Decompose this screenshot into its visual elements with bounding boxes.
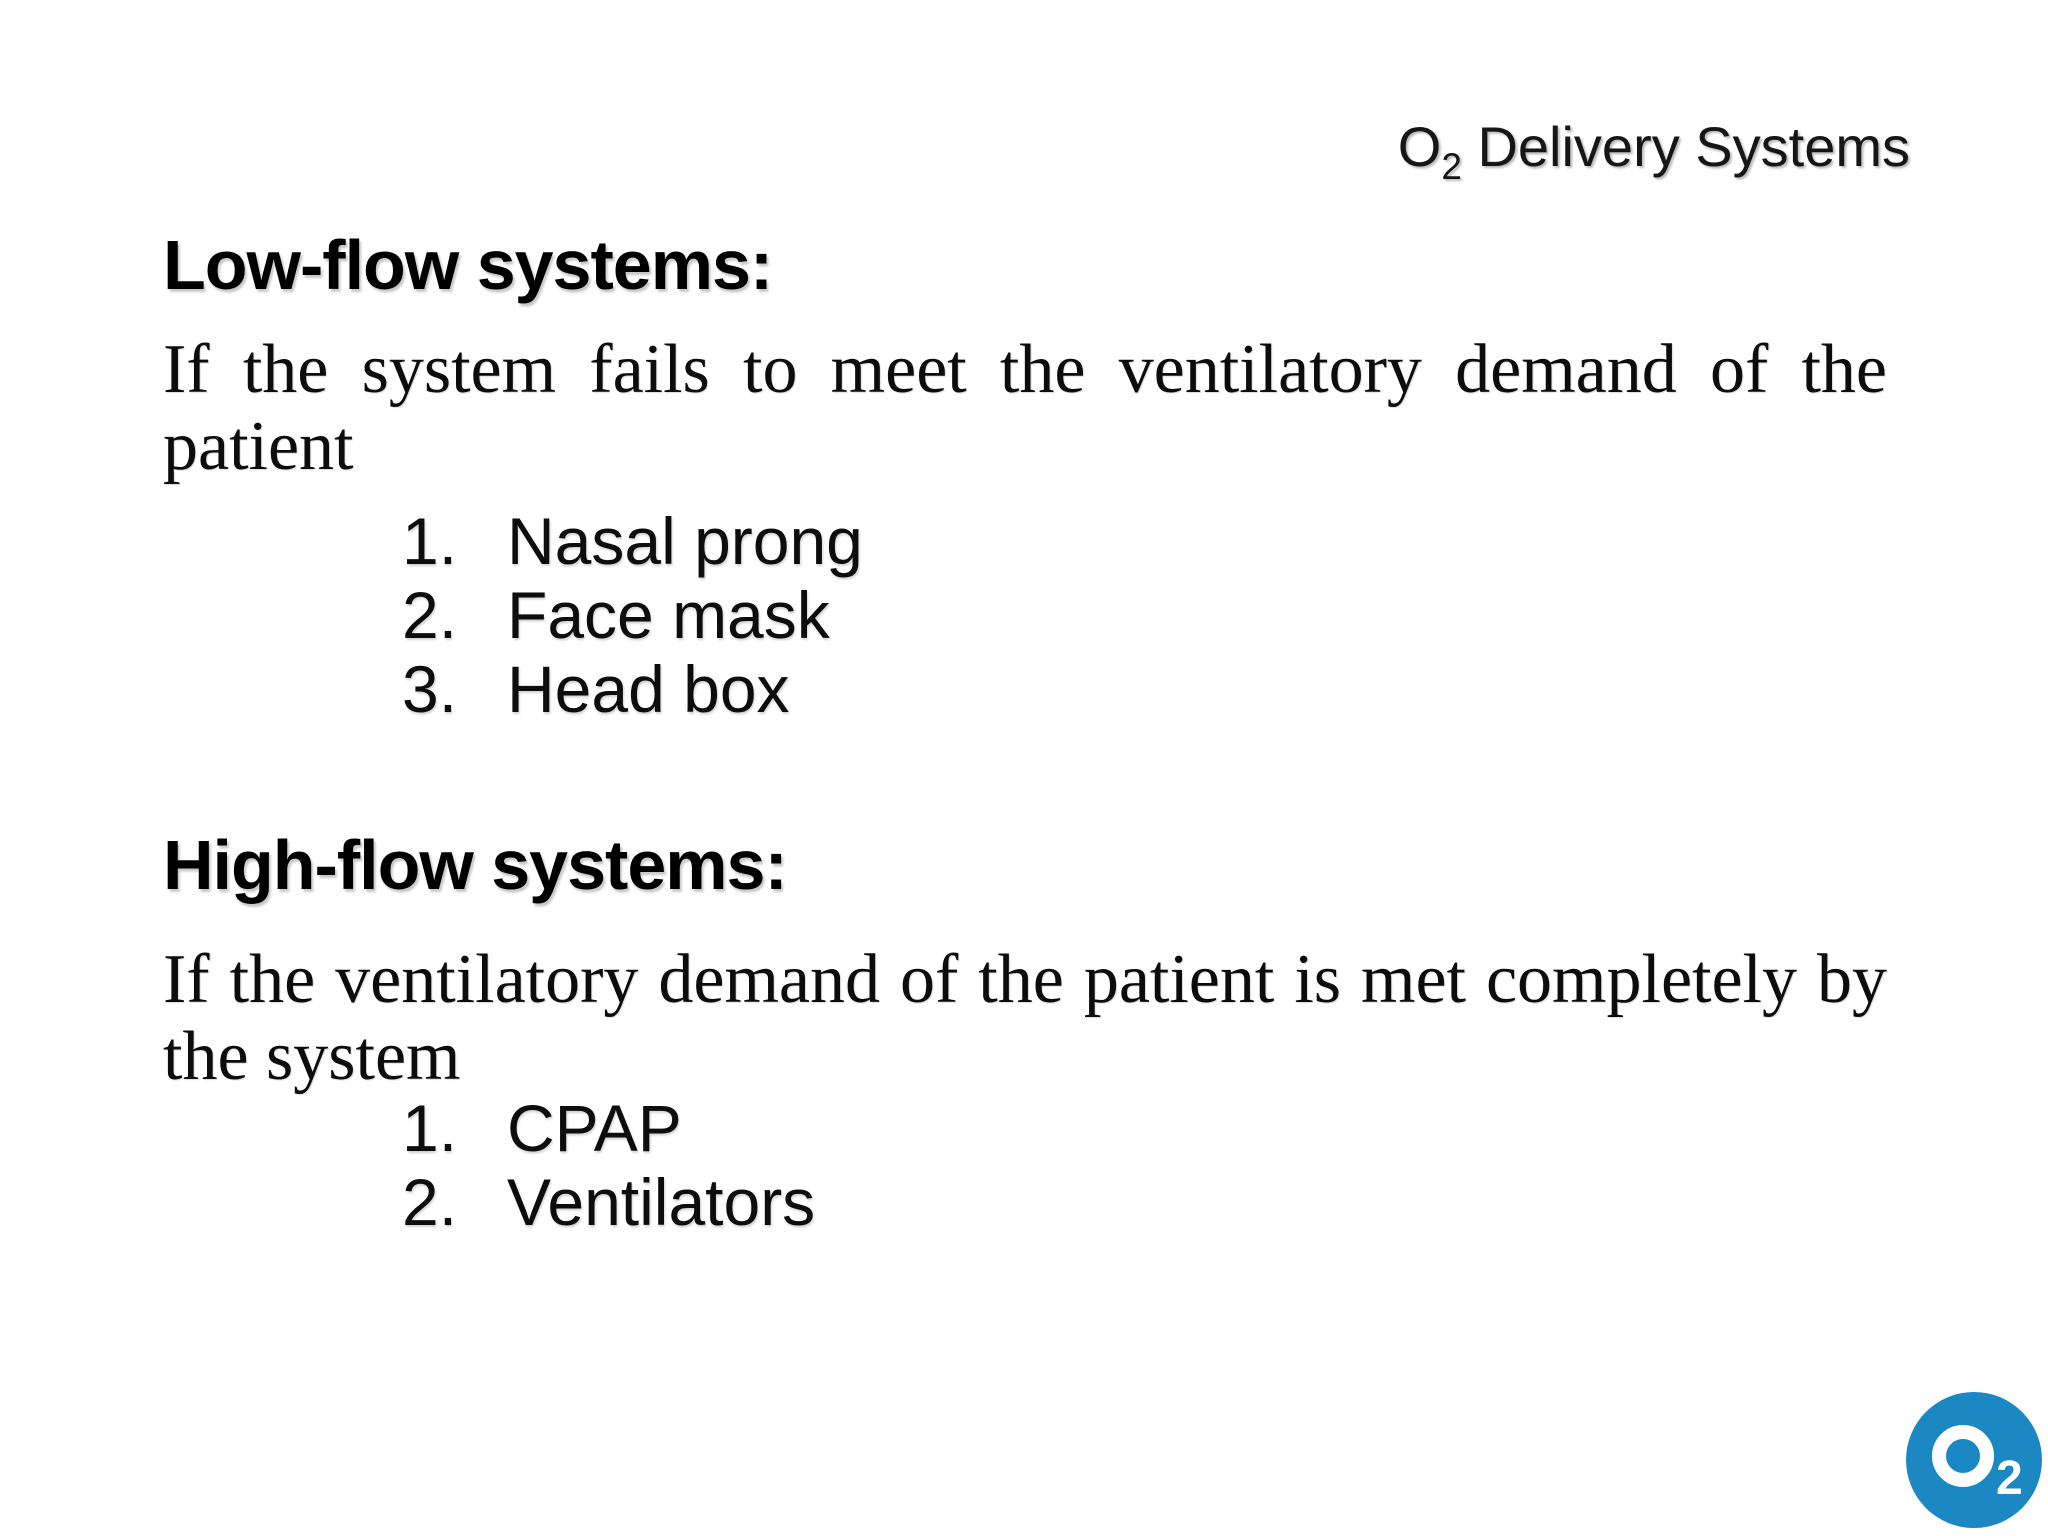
list-item-number: 1.	[402, 504, 458, 578]
section-heading-high-flow: High-flow systems:	[163, 826, 788, 904]
list-item: 2. Face mask	[402, 578, 863, 652]
section-heading-low-flow: Low-flow systems:	[163, 226, 773, 304]
o2-logo-o-icon	[1932, 1425, 1994, 1487]
list-item-number: 2.	[402, 1165, 458, 1239]
slide-title-subscript: 2	[1441, 146, 1462, 187]
slide-title-rest: Delivery Systems	[1461, 115, 1910, 178]
list-item: 3. Head box	[402, 652, 863, 726]
list-item: 1. CPAP	[402, 1091, 815, 1165]
list-item-label: Head box	[507, 652, 790, 726]
o2-logo: 2	[1906, 1392, 2042, 1528]
list-item-label: Ventilators	[507, 1165, 816, 1239]
low-flow-list: 1. Nasal prong 2. Face mask 3. Head box	[402, 504, 863, 726]
paragraph-high-flow-line-1: If the ventilatory demand of the patient…	[163, 941, 1887, 1018]
paragraph-low-flow-line-2: patient	[163, 408, 354, 485]
list-item: 2. Ventilators	[402, 1165, 815, 1239]
list-item-label: CPAP	[507, 1091, 682, 1165]
paragraph-low-flow: If the system fails to meet the ventilat…	[163, 331, 1887, 485]
o2-logo-subscript: 2	[1996, 1452, 2023, 1505]
paragraph-high-flow-line-2: the system	[163, 1018, 461, 1095]
list-item-label: Nasal prong	[507, 504, 863, 578]
list-item-number: 2.	[402, 578, 458, 652]
slide-title-o: O	[1397, 115, 1442, 178]
list-item: 1. Nasal prong	[402, 504, 863, 578]
high-flow-list: 1. CPAP 2. Ventilators	[402, 1091, 815, 1239]
paragraph-high-flow: If the ventilatory demand of the patient…	[163, 941, 1887, 1095]
slide-title: O2 Delivery Systems	[1398, 116, 1910, 188]
list-item-number: 3.	[402, 652, 458, 726]
list-item-number: 1.	[402, 1091, 458, 1165]
list-item-label: Face mask	[507, 578, 830, 652]
paragraph-low-flow-line-1: If the system fails to meet the ventilat…	[163, 331, 1887, 408]
